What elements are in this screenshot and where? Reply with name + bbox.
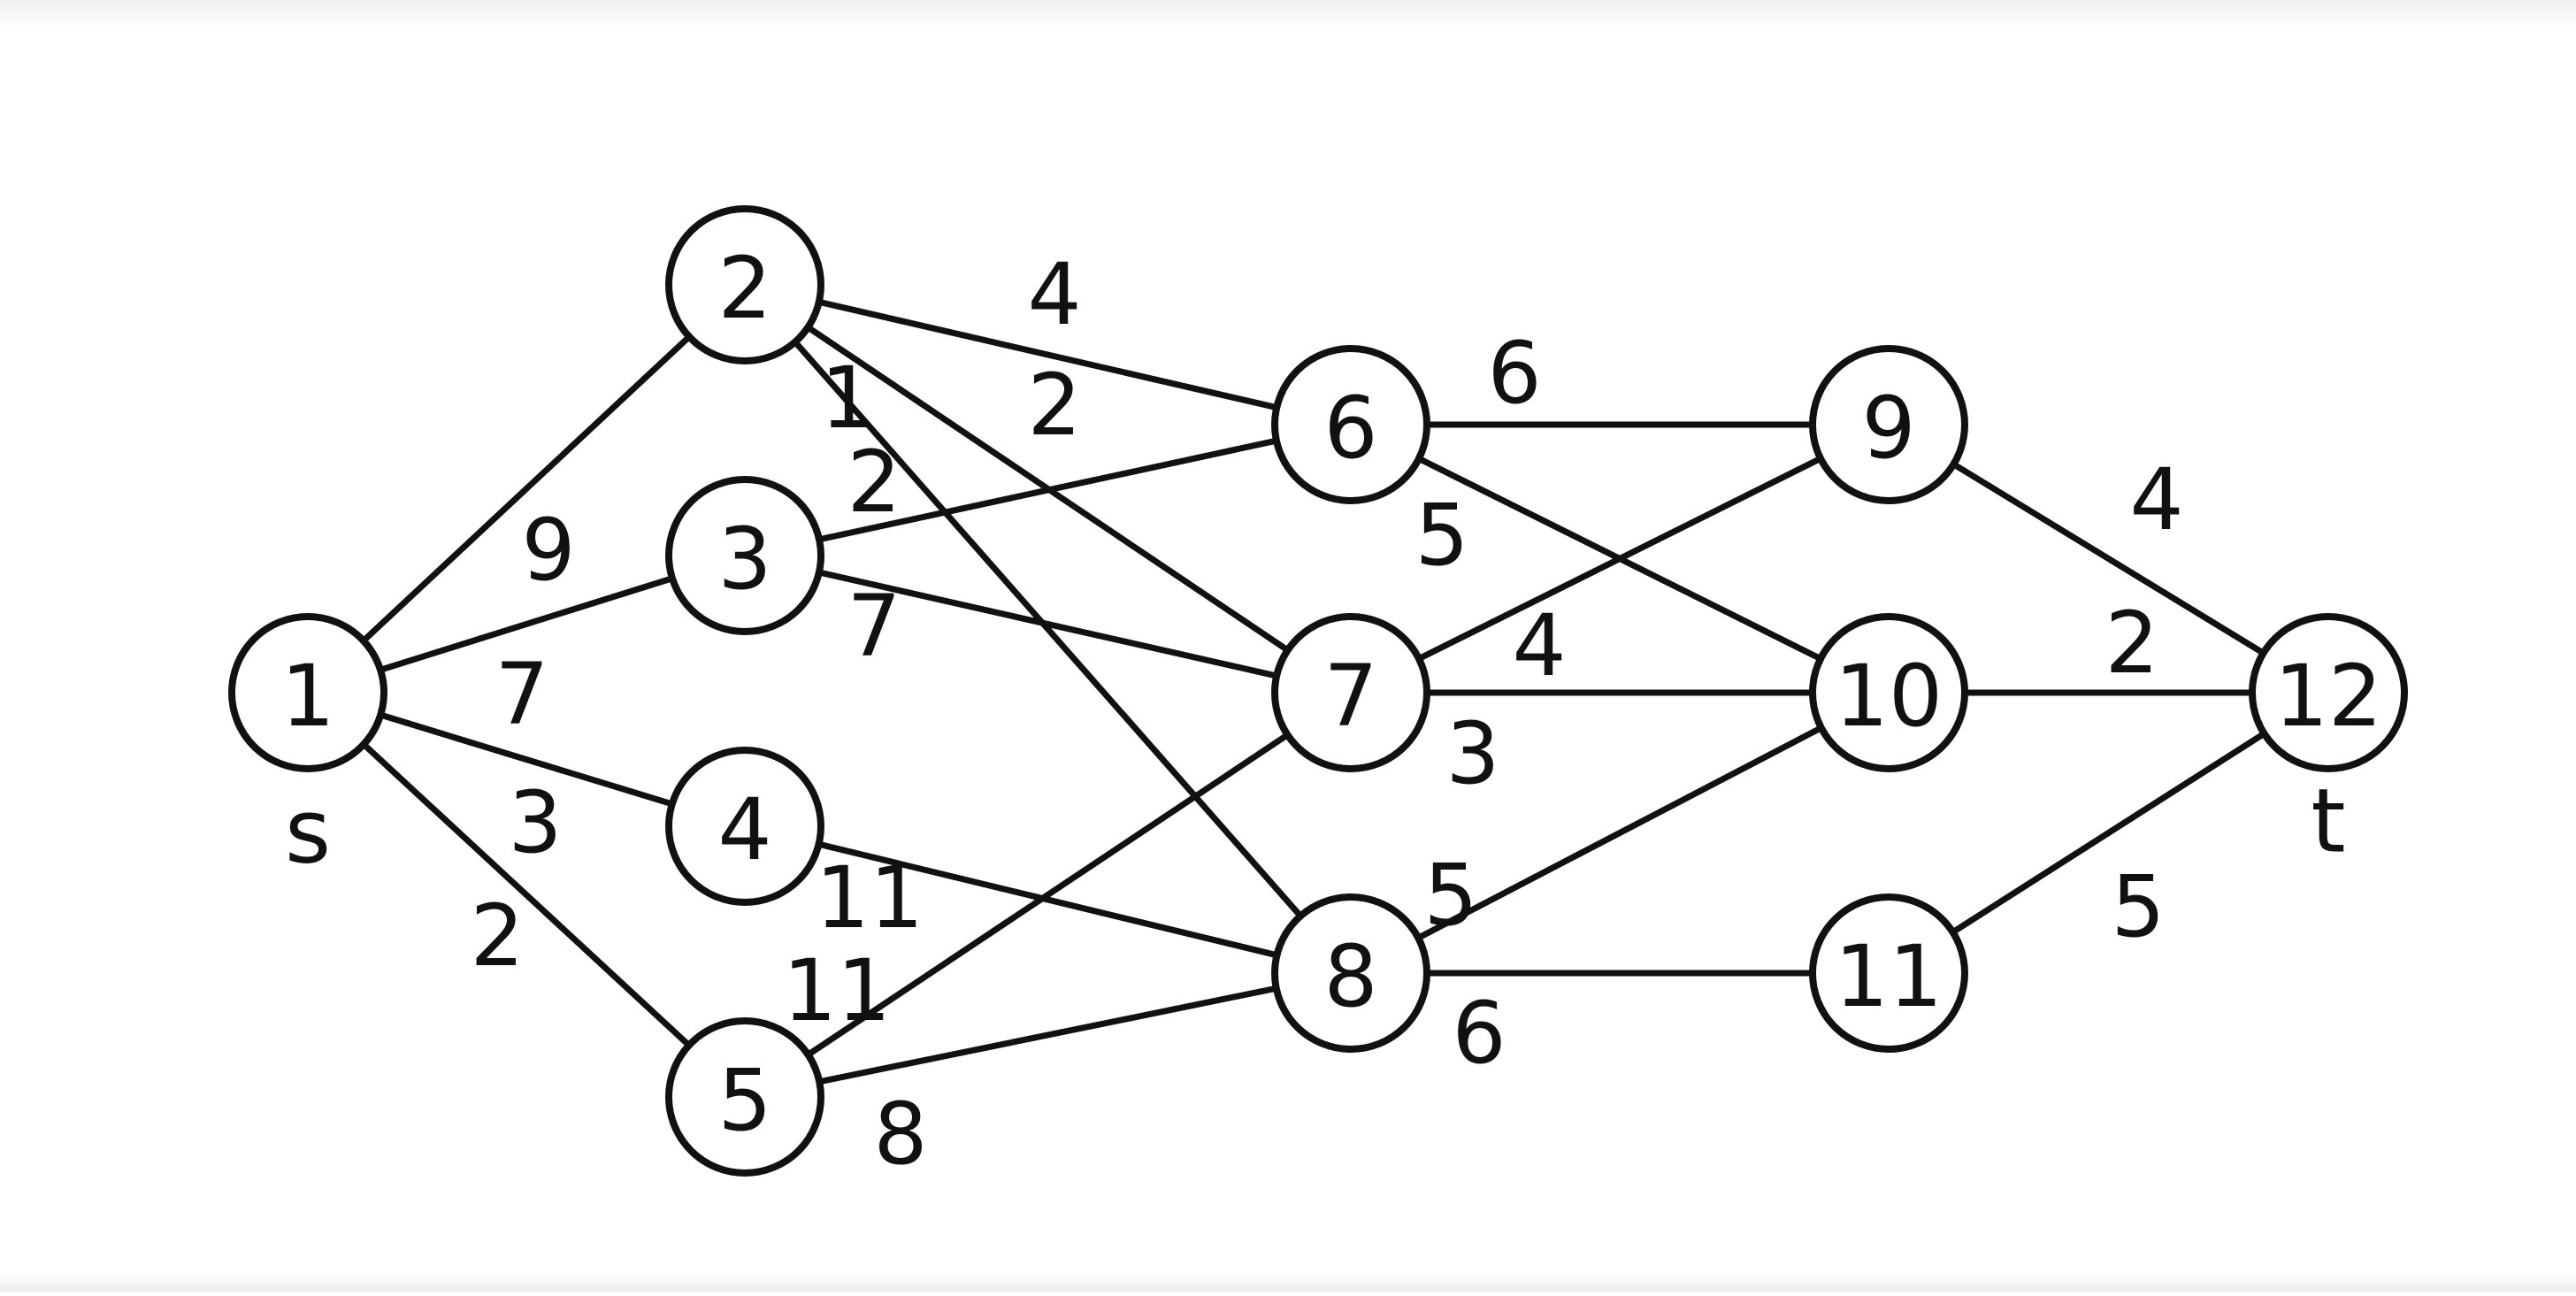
edge-weight-7-10: 3 [1445,704,1499,803]
node-circle [2249,613,2408,772]
edge-5-8 [741,970,1354,1100]
node-circle [1809,613,1968,772]
node-8: 8 [1271,893,1430,1053]
edge-2-6 [741,281,1354,428]
node-7: 7 [1271,613,1430,772]
sink-label: t [2311,770,2345,873]
edge-weight-8-11: 6 [1452,984,1506,1083]
node-circle [665,205,824,364]
edge-1-5 [304,689,748,1100]
node-label: 5 [717,1051,771,1150]
edge-9-12 [1885,421,2332,696]
node-10: 10 [1809,613,1968,772]
edge-weight-6-9: 6 [1487,324,1541,423]
node-label: 8 [1323,927,1377,1026]
edge-weight-11-12: 5 [2111,857,2165,956]
edge-2-8 [741,281,1354,977]
node-12: 12 [2249,613,2408,772]
node-label: 12 [2274,647,2382,746]
node-label: 1 [280,647,334,746]
node-11: 11 [1809,893,1968,1053]
node-5: 5 [665,1017,824,1177]
node-label: 10 [1835,647,1943,746]
edge-7-9 [1347,421,1892,696]
edge-3-7 [741,552,1354,696]
node-circle [665,476,824,635]
node-circle [1271,613,1430,772]
edge-weight-1-2: 9 [521,501,575,600]
node-circle [1271,345,1430,504]
edge-weight-7-9: 4 [1512,596,1566,695]
edge-weight-3-7: 7 [847,577,901,676]
edge-weight-4-8: 11 [816,848,924,947]
edge-weight-9-12: 4 [2129,450,2183,549]
edges-layer [304,281,2332,1100]
edge-1-2 [304,281,748,696]
node-circle [1809,893,1968,1053]
edge-weight-1-4: 3 [508,773,562,872]
node-circle [1271,893,1430,1053]
node-4: 4 [665,747,824,906]
edge-4-8 [741,823,1354,977]
edge-5-7 [741,689,1354,1100]
edge-weight-2-7: 2 [1027,356,1081,455]
edge-weight-5-7: 11 [783,941,891,1040]
edge-weight-6-10: 5 [1414,486,1468,585]
node-1: 1 [228,613,387,772]
node-3: 3 [665,476,824,635]
edge-weight-1-5: 2 [470,886,524,985]
node-label: 9 [1861,379,1915,478]
edge-11-12 [1885,689,2332,977]
node-9: 9 [1809,345,1968,504]
node-circle [1809,345,1968,504]
node-label: 11 [1835,927,1943,1026]
edge-weight-2-6: 4 [1027,245,1081,344]
edge-8-10 [1347,689,1892,977]
node-label: 4 [717,780,771,879]
node-label: 6 [1323,379,1377,478]
edge-weight-8-10: 5 [1423,846,1477,945]
node-label: 7 [1323,647,1377,746]
edge-weight-2-8: 1 [820,349,874,448]
node-circle [665,747,824,906]
edge-weight-10-12: 2 [2104,594,2158,693]
node-circle [665,1017,824,1177]
edge-weight-5-8: 8 [873,1085,927,1184]
node-circle [228,613,387,772]
edge-weight-3-6: 2 [847,433,901,532]
source-label: s [285,780,331,884]
node-6: 6 [1271,345,1430,504]
node-2: 2 [665,205,824,364]
node-label: 3 [717,510,771,609]
edge-3-6 [741,421,1354,559]
edge-weight-1-3: 7 [494,645,548,744]
node-label: 2 [717,239,771,338]
